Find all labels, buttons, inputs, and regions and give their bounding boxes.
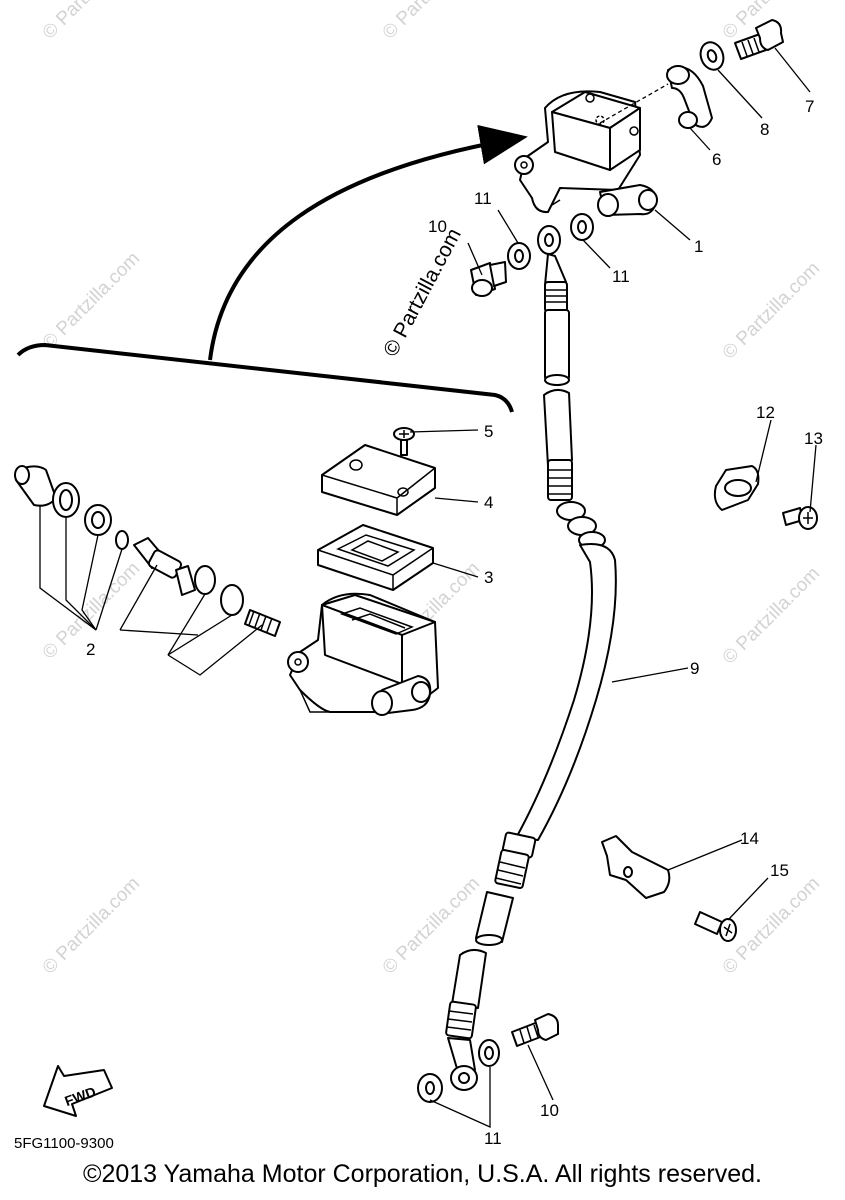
callout-1: 1 <box>694 237 703 256</box>
screw-part-13 <box>782 506 818 530</box>
diaphragm-part-3 <box>317 524 434 591</box>
callout-5: 5 <box>484 422 493 441</box>
callout-11: 11 <box>484 1129 502 1148</box>
exploded-bracket <box>16 342 514 413</box>
master-cylinder-body <box>287 592 439 716</box>
watermark-overlay-text: © Partzilla.com <box>379 225 466 361</box>
union-bolt-part-10 <box>470 261 507 297</box>
screw-part-5 <box>393 427 415 456</box>
watermark-text: © Partzilla.com <box>719 563 824 668</box>
union-bolt-part-10 <box>511 1013 559 1047</box>
callout-11: 11 <box>474 189 492 208</box>
diagram-code: 5FG1100-9300 <box>14 1135 114 1152</box>
callout-9: 9 <box>690 659 699 678</box>
callout-11: 11 <box>612 267 630 286</box>
hose-guide-part-14 <box>601 835 671 899</box>
holder-clamp <box>599 65 713 129</box>
bolt-part-7 <box>734 19 784 60</box>
callout-13: 13 <box>804 429 823 448</box>
explode-arrow <box>208 124 528 361</box>
watermark-text: © Partzilla.com <box>39 0 144 44</box>
leader-lines <box>39 47 817 1129</box>
watermark-text: © Partzilla.com <box>719 258 824 363</box>
callout-4: 4 <box>484 493 493 512</box>
callout-12: 12 <box>756 403 775 422</box>
watermark-text: © Partzilla.com <box>39 873 144 978</box>
callout-7: 7 <box>805 97 814 116</box>
brake-hose-part-9 <box>445 225 617 1091</box>
watermark-text: © Partzilla.com <box>39 248 144 353</box>
callout-2: 2 <box>86 640 95 659</box>
callout-labels: 1 6 8 7 11 11 10 5 4 3 2 12 13 9 14 15 1… <box>86 97 823 1148</box>
washer-part-11 <box>417 1073 443 1103</box>
master-cylinder-assembly <box>514 90 658 217</box>
washer-part-11 <box>570 213 594 241</box>
hose-clamp-part-12 <box>713 465 760 511</box>
washer-part-8 <box>699 41 725 71</box>
washer-part-11 <box>507 242 531 270</box>
forward-arrow-icon: FWD <box>43 1065 113 1117</box>
callout-10: 10 <box>428 217 447 236</box>
callout-6: 6 <box>712 150 721 169</box>
watermark-text: © Partzilla.com <box>379 0 484 44</box>
washer-part-11 <box>478 1039 500 1067</box>
copyright-notice: ©2013 Yamaha Motor Corporation, U.S.A. A… <box>83 1160 762 1188</box>
callout-15: 15 <box>770 861 789 880</box>
callout-3: 3 <box>484 568 493 587</box>
reservoir-cap-part-4 <box>321 444 436 516</box>
piston-kit-part-2 <box>14 465 281 637</box>
callout-8: 8 <box>760 120 769 139</box>
callout-14: 14 <box>740 829 759 848</box>
callout-10: 10 <box>540 1101 559 1120</box>
screw-part-15 <box>694 911 737 942</box>
